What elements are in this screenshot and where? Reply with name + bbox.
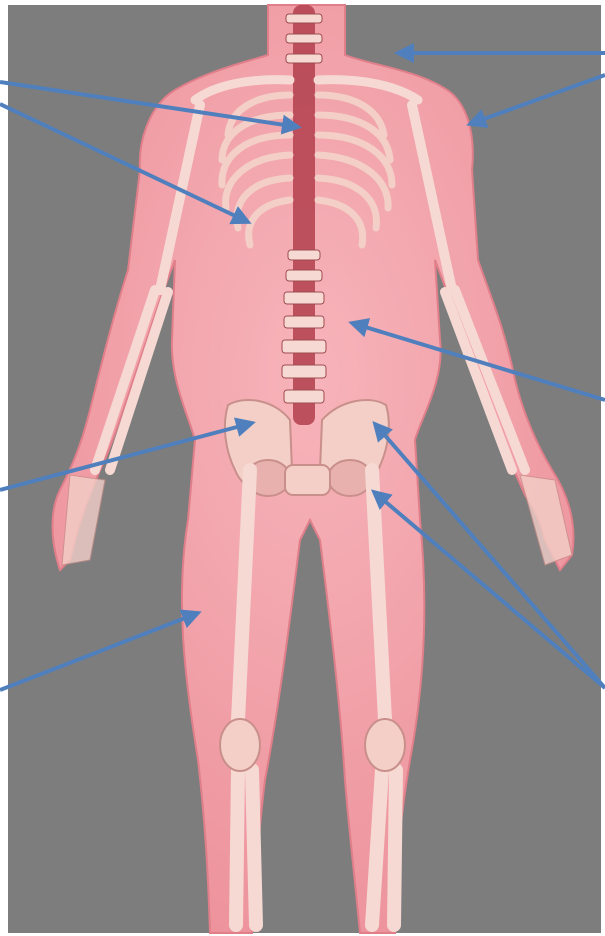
arrow-thigh: [0, 613, 198, 690]
knees: [220, 719, 405, 771]
arrow-shoulder-side: [470, 75, 605, 124]
spine-column: [293, 5, 315, 425]
